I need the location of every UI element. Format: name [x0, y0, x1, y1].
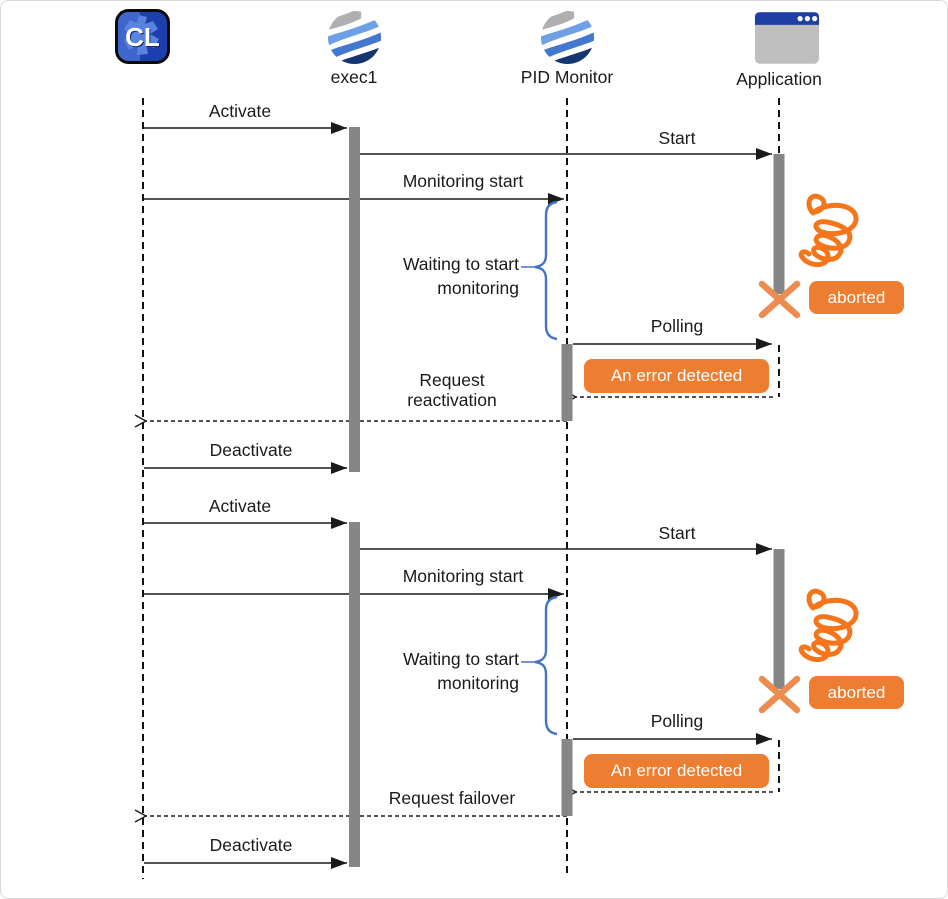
message-label-request-reactivation: Request reactivation: [407, 370, 497, 410]
message-label-start: Start: [658, 128, 696, 148]
message-label-request-failover: Request failover: [388, 788, 516, 808]
note-waiting-to-start-2: Waiting to start monitoring: [402, 649, 519, 693]
error-detected-badge-2: An error detected: [584, 754, 769, 788]
crash-spiral-icon: [798, 193, 859, 268]
message-label-deactivate: Deactivate: [209, 440, 293, 460]
window-dot-icon: [797, 15, 803, 22]
actor-label-exec1: exec1: [330, 67, 378, 87]
application-window-icon: [754, 11, 820, 65]
application-activation-bar: [773, 154, 785, 294]
actor-label-pid-monitor: PID Monitor: [520, 67, 614, 87]
pid-monitor-globe-icon: [539, 9, 596, 66]
note-waiting-to-start: Waiting to start monitoring: [402, 254, 519, 298]
error-detected-badge: An error detected: [584, 359, 769, 393]
sequence-1-geometry: [134, 122, 859, 474]
message-label-polling: Polling: [650, 316, 704, 336]
message-label-polling-2: Polling: [650, 711, 704, 731]
message-label-monitoring-start-2: Monitoring start: [402, 566, 524, 586]
message-label-monitoring-start: Monitoring start: [402, 171, 524, 191]
exec1-globe-icon: [326, 9, 383, 66]
destroyed-x-icon: [758, 280, 801, 319]
window-dot-icon: [812, 15, 818, 22]
message-label-deactivate-2: Deactivate: [209, 835, 293, 855]
waiting-brace: [521, 200, 558, 341]
cl-badge-text: CL: [125, 22, 160, 52]
actor-label-application: Application: [736, 69, 822, 89]
aborted-badge: aborted: [809, 281, 904, 314]
pid-monitor-activation-bar: [561, 344, 573, 421]
message-label-start-2: Start: [658, 523, 696, 543]
cl-badge-graphic: CL: [115, 9, 170, 64]
message-label-activate-2: Activate: [208, 496, 272, 516]
message-label-activate: Activate: [208, 101, 272, 121]
window-dot-icon: [804, 15, 811, 22]
exec1-activation-bar: [349, 127, 360, 472]
aborted-badge-2: aborted: [809, 676, 904, 709]
cluster-software-icon: CL: [115, 9, 170, 64]
